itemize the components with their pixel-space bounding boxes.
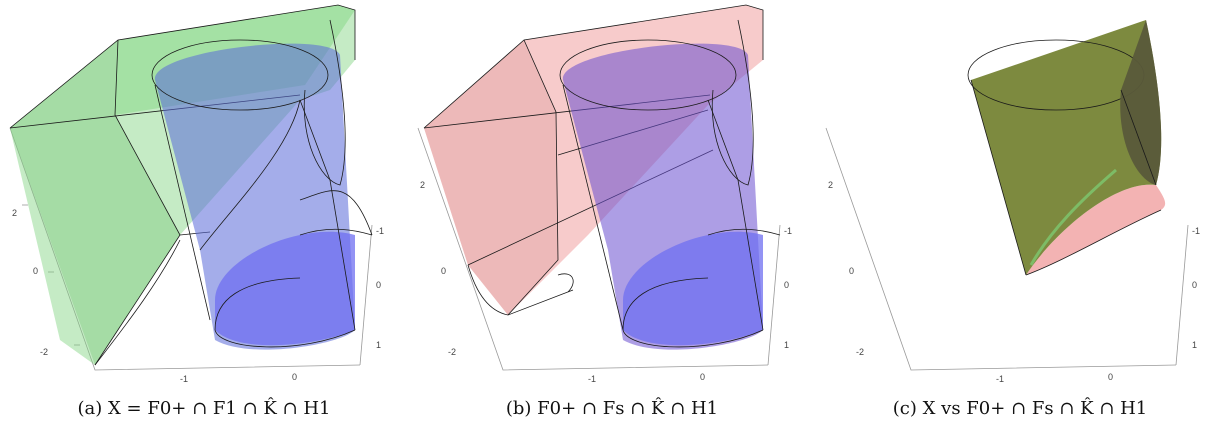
panel-c: 2 0 -2 -1 0 -1 0 1 (c) X vs F0+ ∩ Fs ∩ K… [816,0,1224,442]
caption-b: (b) F0+ ∩ Fs ∩ K̂ ∩ H1 [505,398,719,419]
plot-c: 2 0 -2 -1 0 -1 0 1 [825,20,1200,384]
tick-left-2: 0 [441,266,446,276]
tick-left-1: 2 [420,180,425,190]
panel-b: 2 0 -2 -1 0 -1 0 1 [408,0,816,442]
tick-left-1: 2 [828,180,833,190]
plot-b: 2 0 -2 -1 0 -1 0 1 [417,4,792,384]
axis-right-b [767,224,781,366]
tick-right-1: -1 [784,226,792,236]
tick-left-2: 0 [33,266,38,276]
tick-left-1: 2 [12,208,17,218]
axis-right-c [1175,224,1189,366]
caption-c: (c) X vs F0+ ∩ Fs ∩ K̂ ∩ H1 [892,398,1148,419]
caption-a: (a) X = F0+ ∩ F1 ∩ K̂ ∩ H1 [77,398,331,419]
axis-right-a [359,224,373,366]
tick-bottom-2: 0 [1108,372,1113,382]
tick-bottom-1: -1 [996,374,1004,384]
tick-right-1: -1 [376,226,384,236]
tick-left-3: -2 [448,347,456,357]
tick-right-3: 1 [376,340,381,350]
axis-frame-a [9,127,361,371]
olive-solid-c [967,20,1162,276]
tick-bottom-1: -1 [588,374,596,384]
panel-a: 2 0 -2 -1 0 -1 0 1 [0,0,408,442]
tick-bottom-2: 0 [700,372,705,382]
tick-right-2: 0 [784,280,789,290]
tick-bottom-2: 0 [292,372,297,382]
blue-cylinder-a [151,19,373,350]
tick-right-2: 0 [376,280,381,290]
plot-a: 2 0 -2 -1 0 -1 0 1 [9,4,384,384]
pink-surface-c [1025,184,1166,276]
tick-right-1: -1 [1192,226,1200,236]
tick-left-3: -2 [856,347,864,357]
tick-right-3: 1 [1192,340,1197,350]
tick-right-3: 1 [784,340,789,350]
tick-left-3: -2 [40,347,48,357]
tick-right-2: 0 [1192,280,1197,290]
axis-frame-c [825,127,1177,371]
tick-left-2: 0 [849,266,854,276]
axis-frame-b [417,127,769,371]
blue-cylinder-b [559,19,781,350]
tick-bottom-1: -1 [180,374,188,384]
